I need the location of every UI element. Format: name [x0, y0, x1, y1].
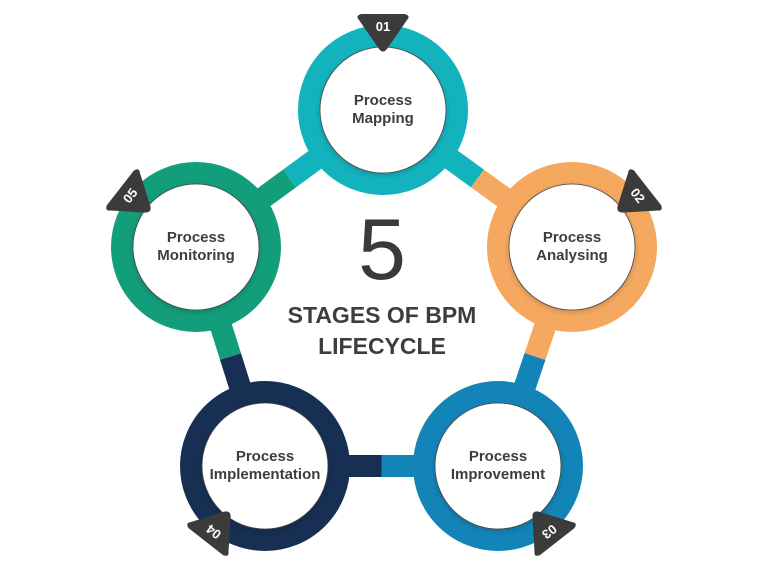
stage-label-analysing-line2: Analysing: [536, 247, 608, 264]
labels: ProcessMappingProcessAnalysingProcessImp…: [157, 92, 608, 483]
ring-improvement: [413, 381, 583, 551]
rings: [111, 25, 657, 551]
center-title-line1: STAGES OF BPM: [288, 302, 477, 328]
center-heading: 5 STAGES OF BPM LIFECYCLE: [288, 202, 477, 359]
stage-label-improvement-line1: Process: [469, 448, 527, 465]
stage-label-improvement-line2: Improvement: [451, 466, 545, 483]
stage-label-monitoring-line1: Process: [167, 229, 225, 246]
badge-triangle-icon: [617, 169, 662, 213]
stage-badge-analysing: 02: [617, 169, 662, 213]
stage-badge-implementation: 04: [187, 511, 231, 556]
center-title-line2: LIFECYCLE: [318, 333, 446, 359]
stage-label-mapping-line2: Mapping: [352, 110, 414, 127]
ring-analysing: [487, 162, 657, 332]
stage-circle-implementation: [201, 402, 329, 530]
stage-circle-analysing: [508, 183, 636, 311]
badge-triangle-icon: [357, 14, 409, 52]
badge-number: 01: [376, 19, 390, 34]
badge-triangle-icon: [532, 511, 576, 556]
stage-badge-mapping: 01: [357, 14, 409, 52]
center-number: 5: [358, 202, 406, 298]
ring-implementation: [180, 381, 350, 551]
badge-triangle-icon: [106, 169, 151, 213]
stage-label-mapping-line1: Process: [354, 92, 412, 109]
stage-circle-monitoring: [132, 183, 260, 311]
stage-badge-improvement: 03: [532, 511, 576, 556]
stage-circle-improvement: [434, 402, 562, 530]
stage-badge-monitoring: 05: [106, 169, 151, 213]
circles: [132, 46, 636, 530]
ring-monitoring: [111, 162, 281, 332]
stage-label-analysing-line1: Process: [543, 229, 601, 246]
stage-label-implementation-line2: Implementation: [210, 466, 321, 483]
badge-triangle-icon: [187, 511, 231, 556]
stage-label-monitoring-line2: Monitoring: [157, 247, 234, 264]
stage-label-implementation-line1: Process: [236, 448, 294, 465]
badges: 01 02 03 04 05: [106, 14, 662, 556]
